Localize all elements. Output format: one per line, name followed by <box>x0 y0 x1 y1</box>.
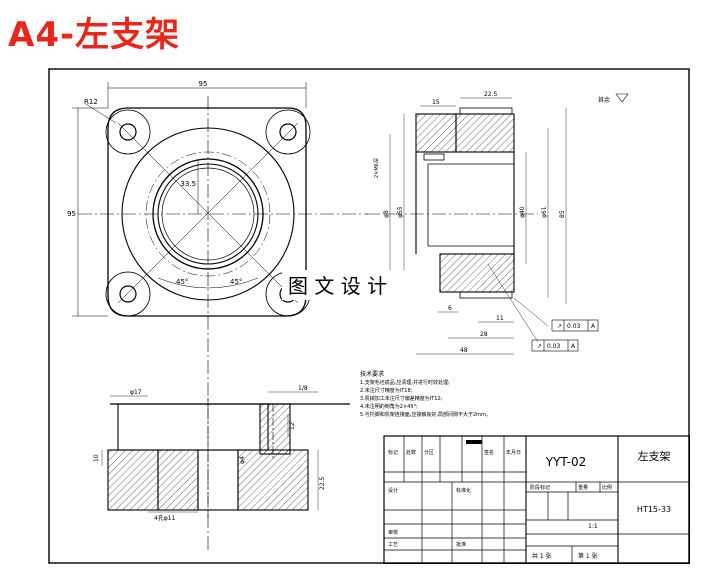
dim-sec-b1: 6 <box>448 305 452 312</box>
label-review: 审核 <box>388 529 398 536</box>
tech-req-line-2: 2.未注尺寸精度为IT18; <box>360 387 413 394</box>
dim-sec-d4: φ61 <box>541 206 548 218</box>
dim-sec-b2: 11 <box>496 315 504 322</box>
label-ratio: 比例 <box>602 484 612 491</box>
dim-bottom-12: 12 <box>289 422 296 430</box>
tol-1-value: 0.03 <box>567 323 581 330</box>
dim-sec-d2: φ55 <box>397 206 404 218</box>
scale: 1:1 <box>588 523 598 530</box>
svg-text:↗: ↗ <box>537 343 542 350</box>
tolerance-frame-2: ↗ 0.03 A <box>531 339 579 352</box>
drawing-sheet: 95 95 R12 33.5 45° 45° <box>48 68 691 565</box>
label-approve: 批准 <box>456 541 466 548</box>
dim-sec-b4: 48 <box>460 347 468 354</box>
tech-req-heading: 技术要求 <box>360 370 384 378</box>
dim-sec-d3: φ40 <box>519 206 526 218</box>
dim-front-width: 95 <box>199 80 208 88</box>
dim-bottom-thread: 1/8 <box>298 385 308 392</box>
label-stage: 阶段标记 <box>530 484 550 491</box>
dim-bottom-225: 22.5 <box>319 476 326 490</box>
tech-req-line-1: 1.支架毛坯成品,应清理,并进行时效处理; <box>360 379 450 386</box>
roughness-note: 其余 <box>598 96 610 104</box>
dim-front-height: 95 <box>67 210 76 218</box>
dim-sec-top: 15 <box>432 99 440 106</box>
label-marker: 标记 <box>388 449 398 456</box>
dim-front-pitch: 33.5 <box>180 180 196 188</box>
label-date: 年月日 <box>506 449 521 456</box>
page-title: A4-左支架 <box>8 15 181 55</box>
label-zone: 分区 <box>424 449 434 456</box>
dim-sec-d1: φ8 <box>383 210 390 218</box>
roughness-symbol <box>615 93 629 103</box>
dim-bottom-holes: 4孔φ11 <box>154 514 176 522</box>
label-design: 设计 <box>388 487 398 494</box>
dim-bottom-d17: φ17 <box>130 389 142 396</box>
drawing-canvas: 95 95 R12 33.5 45° 45° <box>48 68 691 565</box>
title-block-mark <box>466 440 482 444</box>
label-process: 工艺 <box>388 542 398 548</box>
tol-2-ref: A <box>571 343 576 350</box>
section-view <box>366 97 567 355</box>
label-count: 处数 <box>406 449 416 456</box>
dim-bottom-10: 10 <box>93 454 100 462</box>
tech-req-line-4: 4.未注明的倒角为2×45°; <box>360 403 418 410</box>
sheet-number: 第 1 张 <box>578 552 598 560</box>
drawing-number: YYT-02 <box>545 455 587 469</box>
tol-2-value: 0.03 <box>547 343 561 350</box>
dim-sec-thread: 2×M6深 <box>373 158 380 178</box>
tech-req-line-3: 3.机械加工未注尺寸偏差精度为IT12; <box>360 395 443 402</box>
watermark-bg <box>282 270 432 300</box>
dim-front-angle-left: 45° <box>176 278 188 286</box>
tol-1-ref: A <box>591 323 596 330</box>
label-standardize: 标准化 <box>456 487 471 494</box>
part-name: 左支架 <box>638 450 671 463</box>
sheet-border <box>48 68 690 564</box>
dim-front-angle-right: 45° <box>230 278 242 286</box>
dim-sec-d5: 85 <box>559 210 566 218</box>
label-weight: 重量 <box>578 484 588 491</box>
svg-text:↗: ↗ <box>557 323 562 330</box>
sheet-total: 共 1 张 <box>532 552 552 560</box>
dim-sec-b3: 28 <box>480 331 488 338</box>
tech-req-line-5: 5.与托脚和机架连接面,应接触良好,局部间隙不大于2mm。 <box>360 411 491 418</box>
tech-requirements: 技术要求 1.支架毛坯成品,应清理,并进行时效处理; 2.未注尺寸精度为IT18… <box>360 370 491 418</box>
dim-bottom-d4: φ4 <box>239 456 246 464</box>
label-signature: 签名 <box>484 449 494 456</box>
dim-front-radius: R12 <box>84 98 98 106</box>
watermark-text: 图 文 设 计 <box>288 274 387 298</box>
tolerance-frame-1: ↗ 0.03 A <box>551 319 599 332</box>
material: HT15-33 <box>637 505 671 514</box>
dim-sec-top2: 22.5 <box>484 91 498 98</box>
bottom-view <box>101 391 350 520</box>
